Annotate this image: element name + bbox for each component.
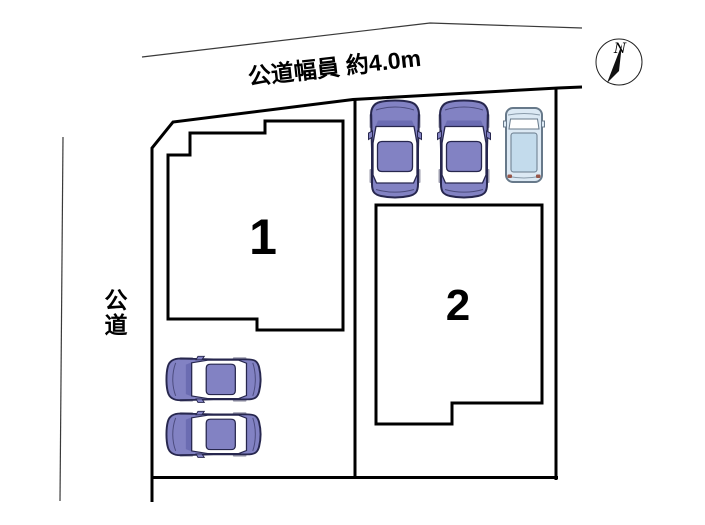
sedan-car-bottom-2 [165,410,262,459]
site-boundary-top-left [150,85,583,502]
lot1-number: 1 [249,209,277,265]
compass-needle-icon [607,44,622,83]
sedan-car-bottom-1 [165,355,262,404]
sedan-car-top-1 [367,99,423,199]
lot1-building-outline [166,119,345,332]
frame-left-line [59,136,64,502]
road-left-label: 公道 [101,288,127,338]
wagon-car-top [502,107,546,183]
lot2-number: 2 [445,281,471,330]
frame-top-line [141,22,583,58]
compass-north-label: N [613,41,627,57]
sedan-car-top-2 [436,99,492,199]
lot2-building-outline [374,203,544,426]
compass: N [595,38,643,86]
